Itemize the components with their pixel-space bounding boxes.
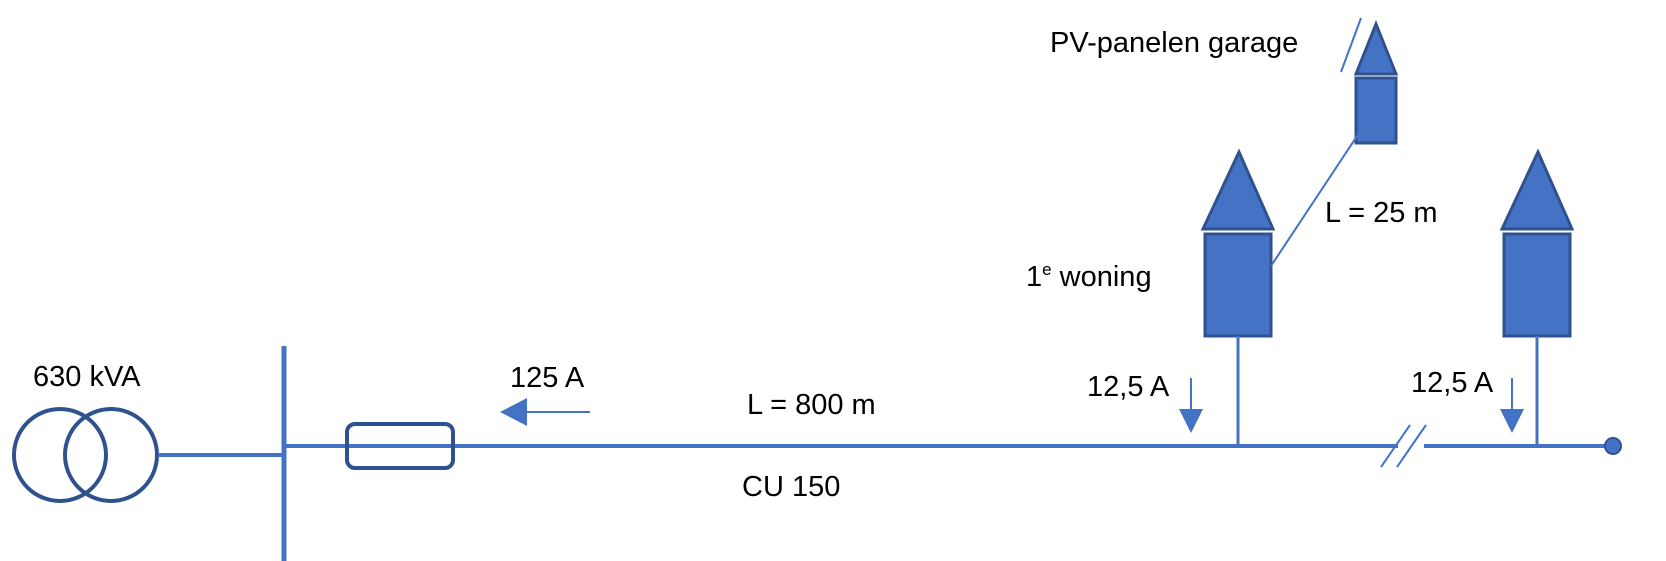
house-1-load-label: 12,5 A: [1087, 371, 1170, 403]
house-2-body: [1502, 232, 1572, 338]
pv-garage-roof: [1353, 19, 1399, 76]
load-arrow-house-1: [1179, 378, 1203, 433]
transformer-symbol: [12, 407, 159, 503]
cable-break-symbol: [1380, 424, 1427, 468]
load-arrow-house-2: [1500, 378, 1524, 433]
first-house-word: woning: [1052, 261, 1152, 293]
house-2-load-label: 12,5 A: [1411, 367, 1494, 399]
pv-garage-label: PV-panelen garage: [1050, 27, 1298, 59]
house-1-symbol: [1200, 148, 1276, 338]
transformer-rating-label: 630 kVA: [33, 361, 141, 393]
cable-end-node: [1604, 437, 1622, 455]
first-house-label: 1e woning: [1026, 260, 1152, 293]
pv-garage-cable: [1270, 114, 1372, 267]
pv-cable-length-label: L = 25 m: [1325, 197, 1438, 229]
cable-type-label: CU 150: [742, 471, 840, 503]
current-arrow-left: [500, 398, 590, 426]
first-house-number: 1: [1026, 261, 1042, 293]
transformer-winding-secondary: [63, 407, 159, 503]
cable-length-label: L = 800 m: [747, 389, 876, 421]
house-2-symbol: [1499, 148, 1575, 338]
pv-garage-break-symbol: [1340, 17, 1362, 73]
house-2-roof: [1499, 148, 1575, 231]
house-1-body: [1203, 232, 1273, 338]
first-house-superscript: e: [1042, 260, 1051, 279]
pv-garage-symbol: [1353, 19, 1399, 145]
main-current-label: 125 A: [510, 362, 585, 394]
transformer-winding-primary: [12, 407, 108, 503]
pv-garage-body: [1354, 76, 1398, 145]
house-1-roof: [1200, 148, 1276, 231]
